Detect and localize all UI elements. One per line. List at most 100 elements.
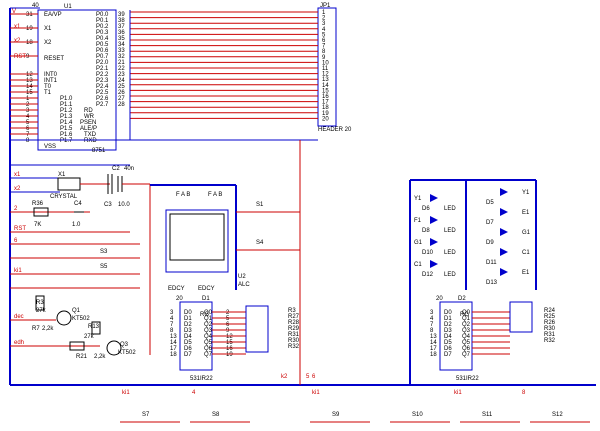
jp1-pin-num: 7 [322,44,326,50]
u1-p0-num: 34 [118,42,125,48]
s5-label: S5 [100,264,108,270]
d1-out-num: 5 [226,316,230,322]
u1-pin-rxd: RXD [84,138,97,144]
c3-value: 10.0 [118,202,130,208]
led-right-symbol [500,208,508,216]
net-5: 5 [306,374,310,380]
net-8: 8 [522,390,526,396]
led-right-symbol [500,228,508,236]
led-right-label: C1 [522,250,530,256]
led-right-label: E1 [522,270,530,276]
d1-q-label: Q3 [204,328,213,334]
switch-label: S9 [332,412,340,418]
u1-p2-num: 23 [118,72,125,78]
q3-label: Q3 [120,342,129,348]
led-left-ref: D6 [422,206,430,212]
d1-d-label: D5 [184,340,192,346]
led-left-type: LED [444,228,456,234]
r3-value: 27k [36,308,47,314]
d2-name: D2 [458,296,466,302]
u1-pin-t0: T0 [44,84,52,90]
led-left-label: F1 [414,218,422,224]
d1-name: D1 [202,296,210,302]
d1-resistor: R3 [288,308,296,314]
q3-part: KT502 [118,350,136,356]
switch-label: S8 [212,412,220,418]
u1-left-pin-num: 19 [26,26,33,32]
u1-p0-num: 35 [118,36,125,42]
d2-part: 531IR22 [456,376,479,382]
crystal-part: CRYSTAL [50,194,78,200]
u1-p0-label: P0.3 [96,30,109,36]
r36-value: 7K [34,222,41,228]
net-rst-b: RST [14,226,26,232]
jp1-pin-num: 10 [322,60,329,66]
d1-in-num: 18 [170,352,177,358]
switch-label: S11 [482,412,493,418]
d2-resistor: R24 [544,308,556,314]
led-right-ref: D11 [486,260,497,266]
c3-label: C3 [104,202,112,208]
r13-label: R13 [88,324,100,330]
u1-p2-label: P2.0 [96,60,109,66]
u1-left-pin-num: 12 [26,72,33,78]
led-left-symbol [430,238,438,246]
jp1-pin-num: 19 [322,111,329,117]
u1-left-pin-num: 9 [26,54,30,60]
u1-p2-num: 26 [118,90,125,96]
u1-p2-num: 21 [118,60,125,66]
u2-fab-b: F A B [208,192,222,198]
r21-body [69,341,85,351]
switch-label: S7 [142,412,150,418]
d2-d-label: D5 [444,340,452,346]
d2-d-label: D1 [444,316,452,322]
u2-edcy-a: EDCY [168,286,185,292]
d2-q-label: Q6 [462,346,471,352]
u1-p0-label: P0.0 [96,12,109,18]
led-left-ref: D8 [422,228,430,234]
q1-label: Q1 [72,308,81,314]
u1-p1-label: P1.4 [60,120,73,126]
d1-in-num: 3 [170,310,174,316]
d1-in-num: 13 [170,334,177,340]
d2-resistor: R31 [544,332,556,338]
led-left-symbol [430,194,438,202]
r3-label: R3 [36,300,44,306]
led-left-label: Y1 [414,196,422,202]
r36-body [33,207,49,217]
d2-q-label: Q2 [462,322,471,328]
u1-part: 8751 [92,148,106,154]
u1-left-pin-num: 14 [26,84,33,90]
d1-out-num: 12 [226,334,233,340]
led-right-label: Y1 [522,190,530,196]
d2-resistor: R26 [544,320,556,326]
net-ki1-a: ki1 [14,268,22,274]
led-left-ref: D12 [422,272,434,278]
d1-out-num: 2 [226,310,230,316]
u1-p1-label: P1.6 [60,132,73,138]
d1-d-label: D2 [184,322,192,328]
u1-p0-label: P0.7 [96,54,109,60]
d2-resistor-array [509,301,533,333]
u1-p1-label: P1.0 [60,96,73,102]
led-right-ref: D5 [486,200,494,206]
c4-value: 1.0 [72,222,81,228]
d2-q-label: Q5 [462,340,471,346]
net-6-b: 6 [312,374,316,380]
u1-p2-num: 27 [118,96,125,102]
d1-in-num: 8 [170,328,174,334]
led-left-label: G1 [414,240,423,246]
u1-pin-psen: PSEN [80,120,96,126]
d2-d-label: D4 [444,334,452,340]
led-right-label: G1 [522,230,531,236]
d1-resistor: R31 [288,332,300,338]
u1-left-pin-num: 7 [26,132,30,138]
u2-edcy-b: EDCY [198,286,215,292]
u2-block [165,209,229,273]
q1-part: KT502 [72,316,90,322]
d2-d-label: D2 [444,322,452,328]
u1-p1-label: P1.7 [60,138,73,144]
